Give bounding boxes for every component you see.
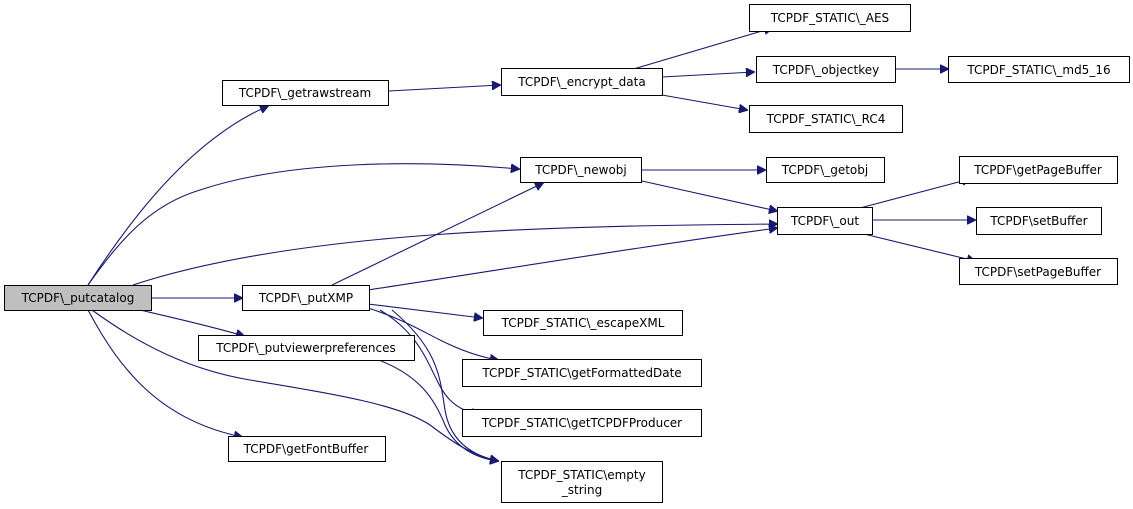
- node-label: TCPDF_STATIC\_RC4: [766, 112, 886, 126]
- node-label-line1: TCPDF_STATIC\empty: [517, 468, 645, 482]
- node-label: TCPDF\setPageBuffer: [974, 265, 1101, 279]
- node-putxmp[interactable]: TCPDF\_putXMP: [242, 285, 370, 311]
- node-label: TCPDF_STATIC\_AES: [770, 11, 889, 25]
- node-gettcpdfproducer[interactable]: TCPDF_STATIC\getTCPDFProducer: [462, 409, 702, 437]
- edge-putxmp-escapexml: [367, 303, 482, 318]
- node-setpagebuffer[interactable]: TCPDF\setPageBuffer: [959, 258, 1118, 285]
- node-label: TCPDF_STATIC\getTCPDFProducer: [481, 416, 682, 430]
- node-label: TCPDF\_out: [790, 214, 859, 228]
- node-md5-16[interactable]: TCPDF_STATIC\_md5_16: [948, 56, 1130, 83]
- edge-putcatalog-out: [132, 224, 777, 286]
- node-label: TCPDF\setBuffer: [989, 214, 1087, 228]
- node-out[interactable]: TCPDF\_out: [777, 207, 873, 235]
- node-empty-string[interactable]: TCPDF_STATIC\empty _string: [501, 461, 663, 503]
- edge-putxmp-newobj: [331, 183, 543, 286]
- edge-encryptdata-aes: [629, 28, 772, 71]
- node-label-line2: _string: [561, 483, 602, 497]
- node-escapexml[interactable]: TCPDF_STATIC\_escapeXML: [483, 310, 683, 336]
- edge-out-setpagebuffer: [859, 232, 975, 261]
- edge-newobj-out: [641, 180, 777, 211]
- node-label: TCPDF_STATIC\_escapeXML: [501, 316, 665, 330]
- node-aes[interactable]: TCPDF_STATIC\_AES: [749, 4, 911, 32]
- edge-putxmp-out: [367, 228, 777, 291]
- edge-getrawstream-encryptdata: [388, 85, 500, 92]
- edge-putcatalog-putviewerpreferences: [139, 309, 244, 336]
- node-rc4[interactable]: TCPDF_STATIC\_RC4: [749, 105, 903, 133]
- edge-putviewerpreferences-emptystring: [375, 358, 498, 461]
- node-label: TCPDF\_encrypt_data: [517, 75, 645, 89]
- node-objectkey[interactable]: TCPDF\_objectkey: [756, 56, 896, 83]
- node-label: TCPDF\_newobj: [534, 163, 627, 177]
- node-label: TCPDF\getFontBuffer: [243, 442, 369, 456]
- node-label: TCPDF\_putviewerpreferences: [215, 341, 395, 355]
- node-label: TCPDF\_objectkey: [772, 63, 879, 77]
- edge-putcatalog-getfontbuffer: [87, 309, 242, 437]
- node-label: TCPDF\getPageBuffer: [973, 163, 1102, 177]
- edge-out-getpagebuffer: [859, 179, 970, 209]
- node-label: TCPDF\_getrawstream: [238, 86, 371, 100]
- edge-putxmp-emptystring: [391, 309, 498, 461]
- edge-putcatalog-emptystring: [91, 309, 498, 461]
- node-getformatteddate[interactable]: TCPDF_STATIC\getFormattedDate: [462, 359, 702, 387]
- node-label: TCPDF_STATIC\_md5_16: [966, 63, 1110, 77]
- node-encrypt-data[interactable]: TCPDF\_encrypt_data: [501, 68, 663, 96]
- node-newobj[interactable]: TCPDF\_newobj: [520, 157, 642, 183]
- node-putviewerpreferences[interactable]: TCPDF\_putviewerpreferences: [198, 335, 415, 361]
- node-label: TCPDF\_putcatalog: [21, 291, 135, 305]
- node-getfontbuffer[interactable]: TCPDF\getFontBuffer: [228, 436, 386, 462]
- node-putcatalog[interactable]: TCPDF\_putcatalog: [4, 285, 152, 311]
- edge-putcatalog-newobj: [87, 163, 519, 286]
- node-label: TCPDF\_putXMP: [258, 291, 353, 305]
- node-label: TCPDF_STATIC\getFormattedDate: [481, 366, 681, 380]
- nodes: TCPDF\_putcatalog TCPDF\_getrawstream TC…: [4, 4, 1130, 503]
- node-setbuffer[interactable]: TCPDF\setBuffer: [976, 207, 1102, 235]
- node-getrawstream[interactable]: TCPDF\_getrawstream: [222, 80, 389, 106]
- node-getobj[interactable]: TCPDF\_getobj: [766, 157, 885, 183]
- edge-encryptdata-objectkey: [661, 72, 754, 78]
- edge-putxmp-getformatteddate: [367, 307, 498, 360]
- edge-encryptdata-rc4: [661, 94, 747, 110]
- node-getpagebuffer[interactable]: TCPDF\getPageBuffer: [959, 156, 1118, 184]
- node-label: TCPDF\_getobj: [781, 163, 868, 177]
- edge-putcatalog-getrawstream: [87, 106, 268, 286]
